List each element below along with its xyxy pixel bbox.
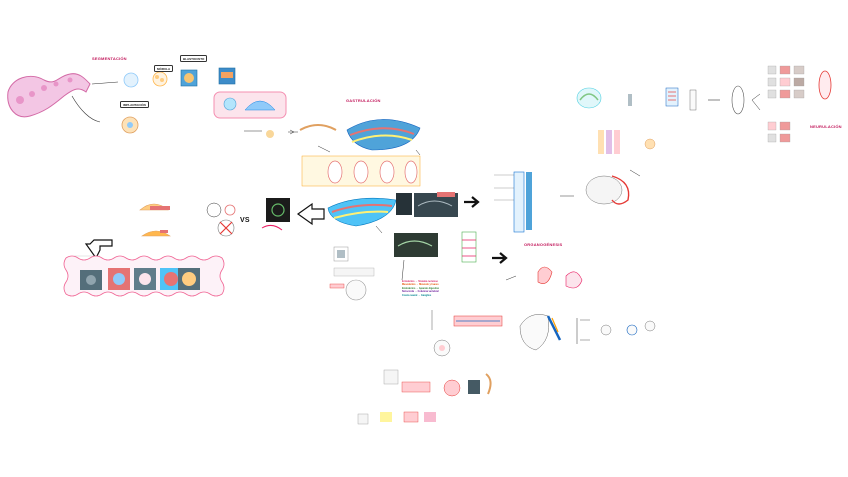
vertebral-column-icon	[514, 172, 524, 232]
heading-organogenesis: ORGANOGÉNESIS	[524, 242, 562, 247]
morula-icon	[153, 72, 167, 86]
embryo-cell	[68, 78, 73, 83]
spinal-cord-drawing	[586, 176, 622, 204]
section-diagram	[346, 280, 366, 300]
placenta-panel	[64, 256, 224, 296]
connector-arrow	[72, 96, 100, 122]
germ-layer-legend: Ectodermo → Sistema nervioso Mesodermo →…	[402, 280, 512, 297]
label-morula: MÓRULA	[154, 65, 173, 72]
gastrulation-cluster	[302, 119, 476, 300]
connector-arrow	[92, 82, 118, 84]
vs-label: VS	[240, 217, 250, 224]
heading-segmentacion: SEGMENTACIÓN	[92, 56, 127, 61]
embryo-drawing	[732, 86, 744, 114]
bilaminar-disc-icon	[300, 125, 336, 130]
brain-vesicle-icon	[819, 71, 831, 99]
label-chip	[437, 192, 455, 197]
arrow-right-icon	[492, 253, 506, 263]
neurulation-cluster	[494, 66, 831, 232]
arrow-left-icon	[298, 204, 324, 224]
segmentation-cluster	[8, 68, 336, 138]
organogenesis-cluster	[506, 267, 655, 350]
arrow-right-icon	[464, 197, 478, 207]
legend-item: Cresta neural → Ganglios	[402, 294, 512, 297]
arrow-down-left-icon	[86, 240, 112, 258]
embryo-cell	[29, 91, 35, 97]
heading-gastrulacion: GASTRULACIÓN	[346, 98, 381, 103]
label-blastocisto: BLASTOCISTO	[180, 55, 207, 62]
lower-cluster	[358, 310, 502, 424]
embryo-cell	[16, 96, 24, 104]
label-implantacion: IMPLANTACIÓN	[120, 101, 149, 108]
embryo-cell	[54, 82, 59, 87]
heading-neurulacion: NEURULACIÓN	[810, 124, 842, 129]
photo-panel	[266, 198, 290, 222]
neural-tube-icon	[666, 88, 678, 106]
oviduct-illustration	[8, 74, 90, 117]
membranes-cluster	[140, 198, 290, 236]
embryo-cell	[41, 85, 47, 91]
photo-panel	[396, 193, 412, 215]
zygote-icon	[124, 73, 138, 87]
heart-section-drawing	[520, 314, 549, 350]
